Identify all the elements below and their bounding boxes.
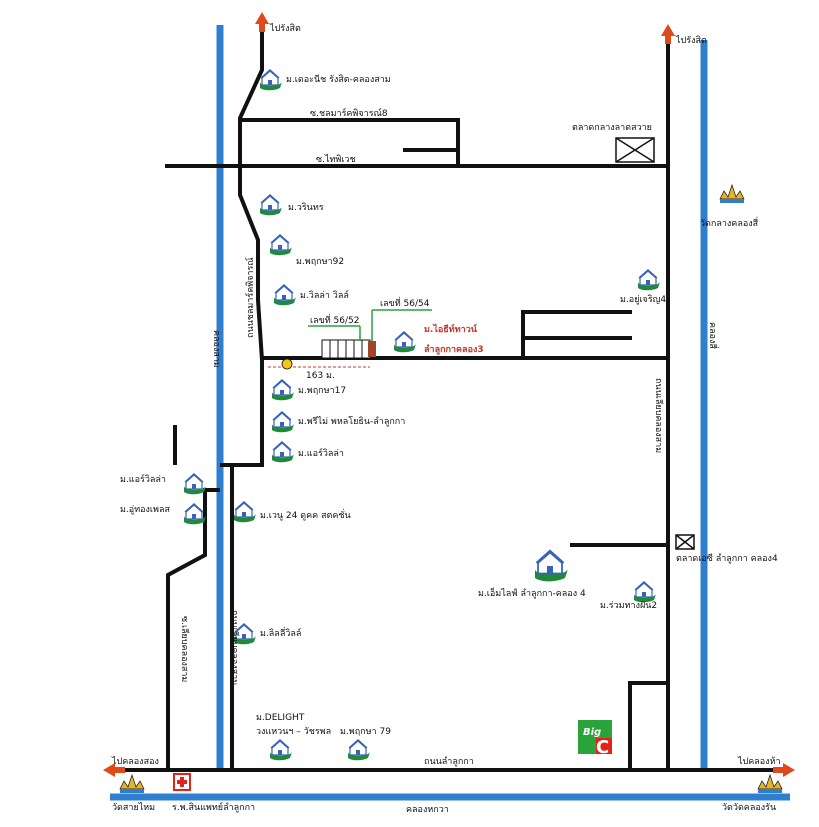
label-canal-khlong-hok-wa: คลองหกวา xyxy=(406,805,449,815)
highlight-site xyxy=(268,309,432,370)
label-lot-a: เลขที่ 56/52 xyxy=(310,313,359,326)
house-wonnu-icon xyxy=(233,501,257,523)
label-village-warinthon: ม.วรินทร xyxy=(288,202,324,213)
temple-khlong-ruean-icon xyxy=(757,773,783,793)
house-air-villa-1-icon xyxy=(271,441,295,463)
label-road-lam-luk-ka: ถนนลำลูกกา xyxy=(424,756,474,767)
market-ci-icon xyxy=(675,534,695,550)
bigc-logo: Big C xyxy=(578,720,612,758)
labels: ไปรังสิต ไปรังสิต ไปคลองสอง ไปคลองห้า ซ.… xyxy=(111,23,781,815)
road-right-stub xyxy=(628,681,668,770)
label-village-wonnu: ม.เวนู 24 ดูคค สตคชั่น xyxy=(260,508,351,521)
label-road-thaiwit: ซ.ไทพิเวช xyxy=(316,154,356,165)
label-project-2: ลำลูกกาคลอง3 xyxy=(424,344,484,355)
market-lat-sawai-icon xyxy=(615,137,655,163)
label-road-right-vertical: ถนนเลียบคลองสาม xyxy=(653,378,664,453)
house-u-charoen-icon xyxy=(637,269,661,291)
label-village-u-charoen: ม.อยู่เจริญ4 xyxy=(620,294,666,305)
label-to-khlong-song: ไปคลองสอง xyxy=(111,756,159,767)
label-village-villa-vill: ม.วิลล่า วิลล์ xyxy=(300,289,349,301)
label-distance: 163 ม. xyxy=(306,371,335,381)
label-canal-khlong-si: คลองสี่ xyxy=(707,322,720,349)
arrow-up-right-icon xyxy=(661,24,675,44)
label-to-khlong-ha: ไปคลองห้า xyxy=(737,756,781,767)
house-em-lai-big-icon xyxy=(533,549,570,583)
bigc-top-text: Big xyxy=(583,727,601,738)
canals xyxy=(110,25,790,801)
house-villa-vill-icon xyxy=(273,284,297,306)
label-wat-khlong-ruean: วัดวัดคลองรัน xyxy=(722,803,776,813)
label-village-phruksa-92: ม.พฤกษา92 xyxy=(296,257,344,267)
label-village-u-thong: ม.อู่ทองเพลส xyxy=(120,505,170,515)
house-ruam-icon xyxy=(633,581,657,603)
label-village-phrima: ม.พรีไม่ พหลโยธิน-ลำลูกกา xyxy=(298,416,405,427)
label-village-em-lai: ม.เอ็มไลฟ์ ลำลูกกา-คลอง 4 xyxy=(478,586,586,599)
hospital-icon xyxy=(173,773,191,791)
label-to-rangsit-left: ไปรังสิต xyxy=(269,23,301,34)
label-hospital: ร.พ.สินแพทย์ลำลูกกา xyxy=(172,801,255,813)
house-phrima-icon xyxy=(271,411,295,433)
road-left-lower-2 xyxy=(166,488,220,770)
house-phruksa-17-icon xyxy=(271,379,295,401)
temple-icon xyxy=(719,183,745,203)
label-village-air-villa-2: ม.แอร์วิลล่า xyxy=(120,473,166,485)
start-point-icon xyxy=(281,358,293,370)
label-wat-klang-khlong-si: วัดกลางคลองสี่ xyxy=(700,216,759,229)
label-village-delight-1: ม.DELIGHT xyxy=(256,713,305,723)
label-village-phruksa-79: ม.พฤกษา 79 xyxy=(340,727,391,737)
arrow-right-icon xyxy=(773,763,795,777)
house-delight-icon xyxy=(269,739,293,761)
house-air-villa-2-icon xyxy=(183,473,207,495)
house-u-thong-icon xyxy=(183,503,207,525)
label-market-ci: ตลาดเอซี ลำลูกกา คลอง4 xyxy=(676,553,778,564)
roads xyxy=(110,28,790,772)
temple-sai-mai-icon xyxy=(119,773,145,793)
arrow-up-left-icon xyxy=(255,12,269,32)
house-the-nice-icon xyxy=(259,69,283,91)
house-phruksa-92-icon xyxy=(269,234,293,256)
label-village-the-nice: ม.เดอะนีช รังสิต-คลองสาม xyxy=(286,74,391,85)
label-market-lat-sawai: ตลาดกลางลาดสวาย xyxy=(572,123,652,133)
label-canal-khlong-sam: คลองสาม xyxy=(211,330,221,368)
house-phruksa-79-icon xyxy=(347,739,371,761)
label-wat-sai-mai: วัดสายไหม xyxy=(112,802,155,813)
direction-arrows xyxy=(103,12,795,777)
label-village-air-villa-1: ม.แอร์วิลล่า xyxy=(298,447,344,459)
bigc-letter: C xyxy=(596,737,609,758)
label-village-ruam: ม.ร่วมทางฝัน2 xyxy=(600,601,657,611)
road-left-main xyxy=(220,28,264,467)
label-village-delight-2: วงแหวนฯ – วัชรพล xyxy=(256,727,331,737)
label-village-lilli: ม.ลิลลี่วิลล์ xyxy=(260,626,301,639)
label-village-phruksa-17: ม.พฤกษา17 xyxy=(298,386,346,396)
site-lot-marker xyxy=(368,341,376,357)
house-warinthon-icon xyxy=(259,194,283,216)
arrow-left-icon xyxy=(103,763,125,777)
label-road-left-vertical: ถนนชลมาร์คพิจารณ์ xyxy=(244,257,256,338)
label-road-lower-left: ถนนเลียบคลองสาม xyxy=(229,610,240,685)
house-project-icon xyxy=(393,331,417,353)
label-lot-b: เลขที่ 56/54 xyxy=(380,296,430,309)
road-east-spur-2 xyxy=(521,310,632,358)
label-road-charoen: ซ.ชลมาร์คพิจารณ์8 xyxy=(310,107,388,119)
label-road-bottom-left: ซ.เลียบคลองสาม xyxy=(179,616,190,682)
label-project-1: ม.ไอธีท์ทาวน์ xyxy=(424,323,478,335)
label-to-rangsit-right: ไปรังสิต xyxy=(675,35,707,46)
